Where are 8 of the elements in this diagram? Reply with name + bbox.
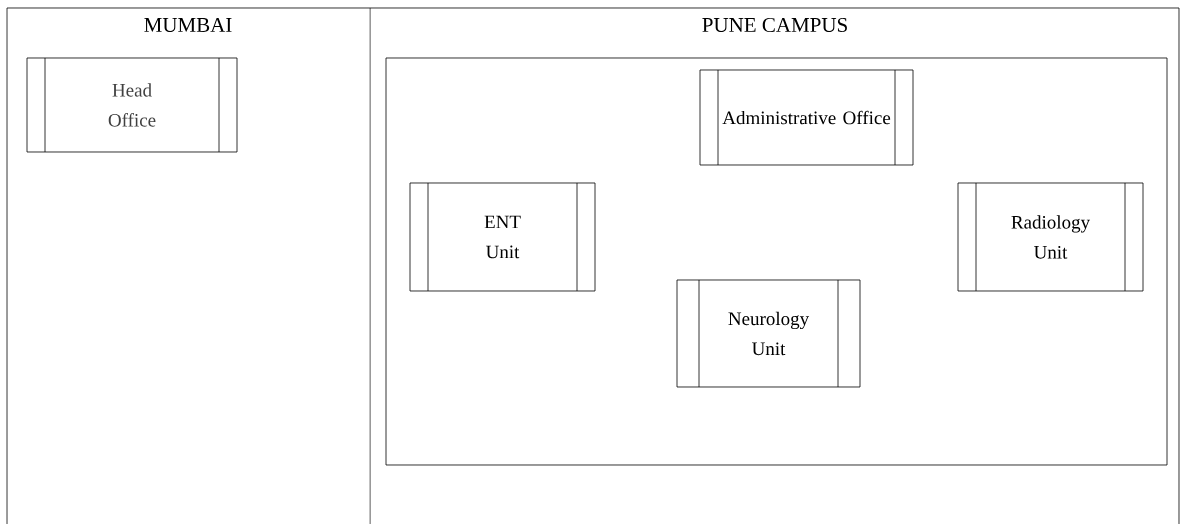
campus-boundary — [385, 57, 1168, 466]
process-box: ENT Unit — [409, 182, 596, 292]
process-box: Head Office — [26, 57, 238, 153]
process-box: Administrative Office — [699, 69, 914, 166]
process-box: Neurology Unit — [676, 279, 861, 388]
column-heading: MUMBAI — [144, 17, 232, 33]
column-heading: PUNE CAMPUS — [702, 17, 847, 33]
process-box: Radiology Unit — [957, 182, 1144, 292]
